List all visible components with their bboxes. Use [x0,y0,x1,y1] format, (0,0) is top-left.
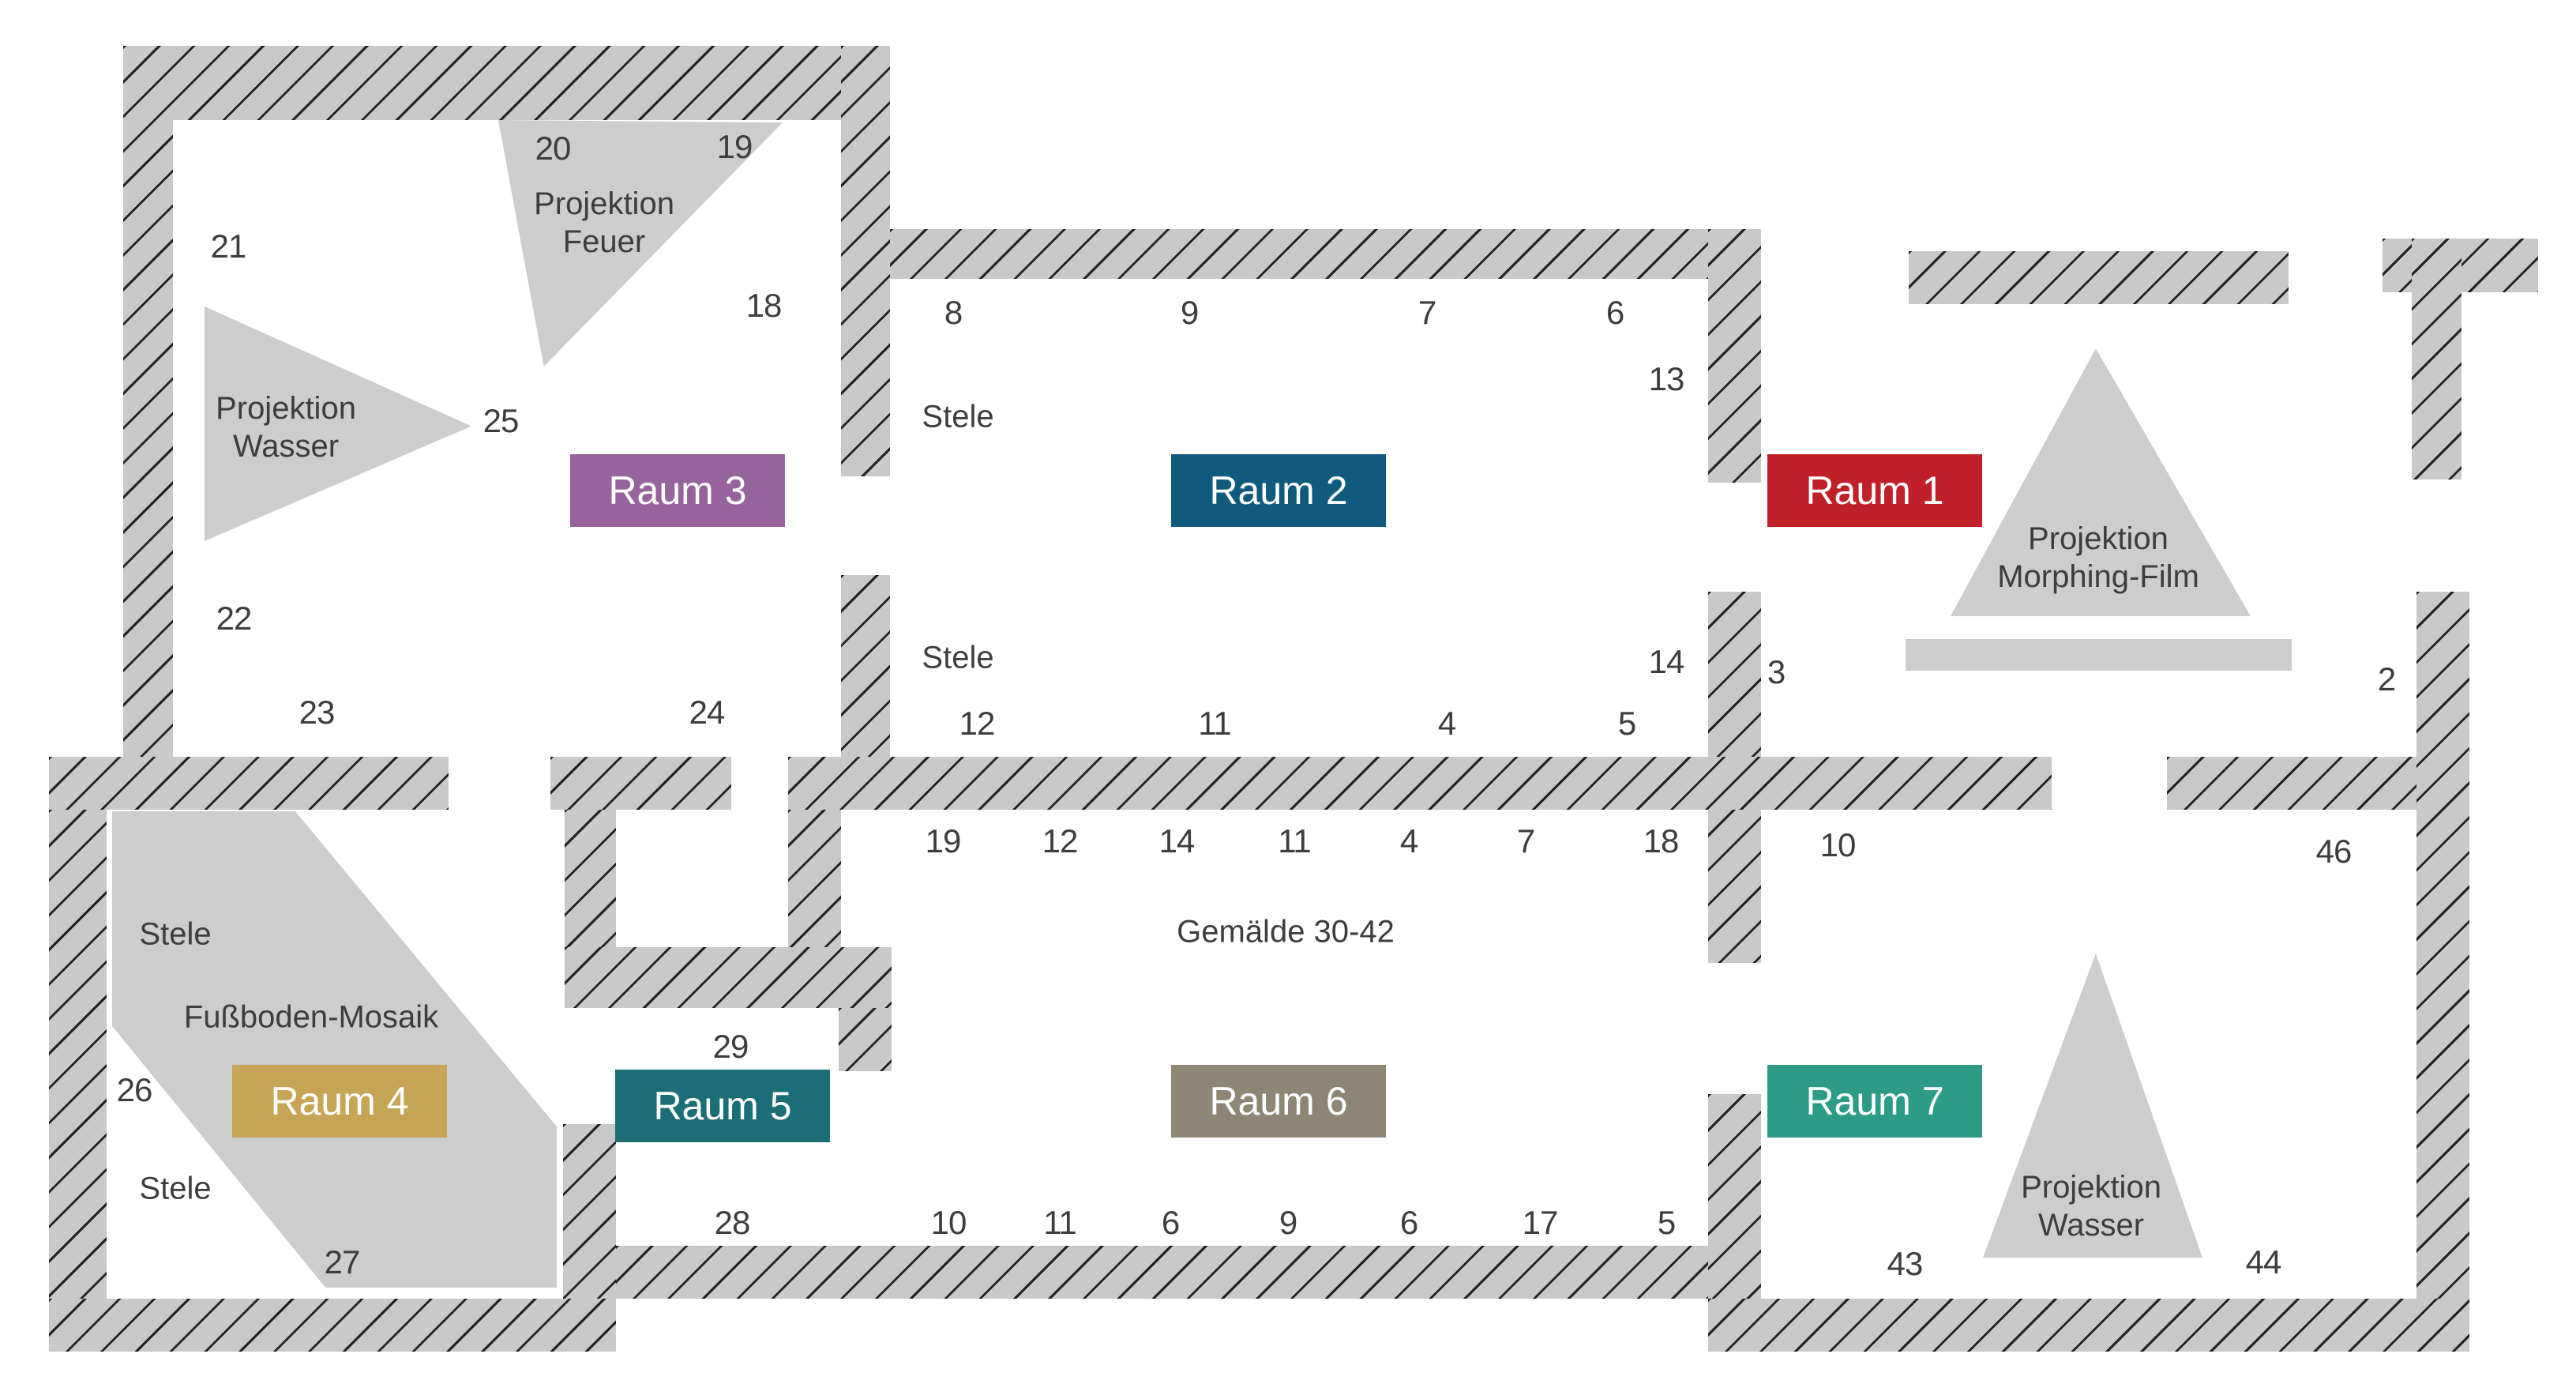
marker-raum2-7: 7 [1418,294,1436,331]
projection-wasser-right-label: Projektion Wasser [2021,1168,2161,1244]
projection-morphing-label-line1: Projektion [2028,521,2169,556]
projection-feuer-label-line1: Projektion [534,186,674,221]
marker-raum3-24: 24 [689,694,726,731]
marker-corridor-11: 11 [1278,822,1312,859]
marker-raum3-23: 23 [299,694,336,731]
marker-raum2-9: 9 [1180,294,1199,331]
wall-corner-vertical [2412,239,2461,479]
marker-raum6-9: 9 [1279,1204,1297,1241]
marker-raum1-2: 2 [2377,660,2396,698]
marker-raum6-10: 10 [930,1204,967,1241]
marker-raum2-14: 14 [1648,643,1685,680]
projection-wasser-right-label-line1: Projektion [2021,1170,2161,1205]
marker-raum6-5: 5 [1657,1204,1676,1241]
stele-label-raum2-top: Stele [922,399,994,434]
room-badge-raum-3: Raum 3 [570,454,785,527]
projection-morphing-label: Projektion Morphing-Film [1997,520,2199,596]
projection-wasser-left-label-line2: Wasser [232,429,340,464]
projection-wasser-left-label: Projektion Wasser [216,389,356,465]
marker-raum5-28: 28 [714,1204,751,1241]
marker-raum6-11: 11 [1043,1204,1077,1241]
wall-top-left [123,46,890,120]
wall-mid-b [550,757,731,810]
marker-raum3-21: 21 [210,228,247,265]
room-badge-raum-1: Raum 1 [1767,454,1982,527]
room-badge-raum-7: Raum 7 [1767,1065,1982,1138]
projection-feuer-label: Projektion Feuer [534,185,674,261]
marker-raum6-17: 17 [1522,1204,1559,1241]
wall-raum2-top [890,229,1761,279]
marker-raum1-3: 3 [1767,653,1786,690]
marker-raum4-27: 27 [324,1243,361,1281]
wall-raum5-stub [839,1008,892,1071]
room-badge-raum-6: Raum 6 [1171,1065,1386,1138]
marker-corridor-10: 10 [1819,826,1857,863]
room-badge-raum-5: Raum 5 [615,1070,830,1142]
wall-v1-upper [841,46,890,476]
marker-raum3-22: 22 [216,600,253,637]
wall-v2-lower [1708,1094,1761,1299]
room-badge-raum-2: Raum 2 [1171,454,1386,527]
wall-mid-d [2167,757,2416,810]
marker-raum5-29: 29 [712,1028,749,1065]
stele-label-raum4-bottom: Stele [139,1171,212,1206]
marker-corridor-14: 14 [1158,822,1196,859]
stele-label-raum2-bottom: Stele [922,640,994,675]
wall-left-lower [49,810,107,1352]
marker-corridor-19: 19 [925,822,962,859]
wall-mid-a [49,757,449,810]
wall-v1-lower [841,575,890,761]
fussboden-mosaik-label: Fußboden-Mosaik [183,999,439,1035]
marker-raum4-26: 26 [116,1071,153,1108]
marker-raum7-44: 44 [2245,1243,2282,1281]
wall-mid-c [788,757,2052,810]
marker-raum2-12: 12 [959,705,996,742]
projection-feuer-label-line2: Feuer [562,224,646,259]
marker-corridor-46: 46 [2315,833,2353,870]
marker-corridor-4: 4 [1399,822,1418,859]
wall-bottom-middle [616,1246,1708,1299]
marker-corridor-7: 7 [1516,822,1535,859]
stele-label-raum4-top: Stele [139,916,212,952]
floor-mosaic-polygon [112,811,557,1288]
projection-wasser-left-label-line1: Projektion [216,391,356,426]
marker-corridor-12: 12 [1042,822,1079,859]
marker-corridor-18: 18 [1643,822,1680,859]
marker-raum2-13: 13 [1648,360,1685,397]
wall-bottom-left [49,1299,616,1352]
marker-raum3-25: 25 [483,402,520,439]
room-badge-raum-4: Raum 4 [232,1065,447,1138]
marker-raum3-20: 20 [535,130,572,167]
wall-right-lower [2416,592,2469,1299]
wall-alcove-bottom [565,947,892,1008]
marker-raum7-43: 43 [1887,1245,1924,1282]
marker-raum6-6b: 6 [1399,1204,1418,1241]
projection-morphing-label-line2: Morphing-Film [1997,559,2199,594]
marker-raum6-6a: 6 [1161,1204,1180,1241]
marker-raum2-11: 11 [1198,705,1232,742]
wall-left-upper [123,46,173,810]
wall-bottom-right [1708,1299,2469,1352]
wall-bar-top-right [1909,251,2289,304]
gemaelde-label: Gemälde 30-42 [1177,914,1395,950]
marker-raum3-19: 19 [716,128,753,165]
marker-raum3-18: 18 [745,287,783,324]
projection-morphing-screen-bar [1906,639,2292,671]
marker-raum2-6: 6 [1605,294,1624,331]
marker-raum2-5: 5 [1617,705,1636,742]
wall-v2-upper [1708,229,1761,483]
marker-raum2-4: 4 [1437,705,1456,742]
projection-wasser-right-label-line2: Wasser [2037,1208,2145,1243]
marker-raum2-8: 8 [944,294,963,331]
